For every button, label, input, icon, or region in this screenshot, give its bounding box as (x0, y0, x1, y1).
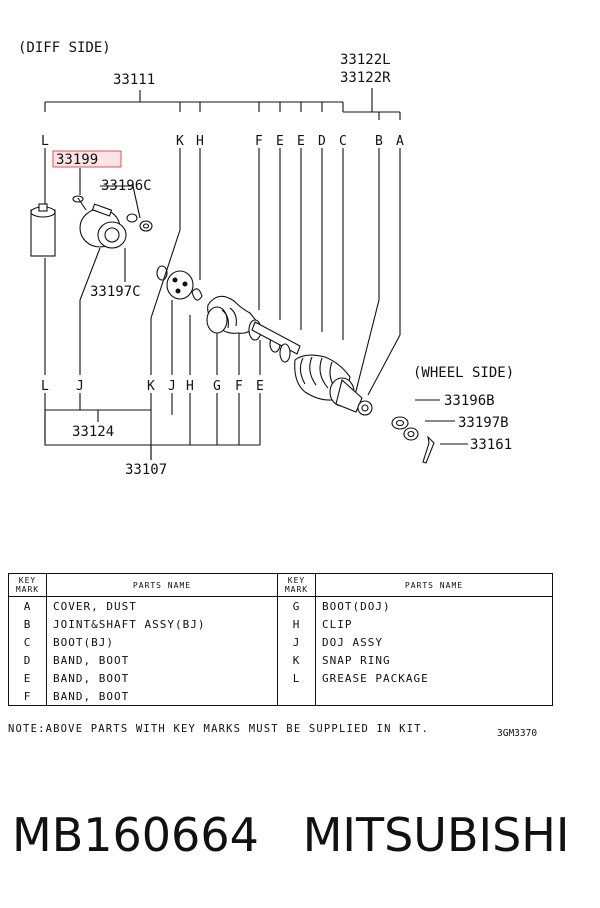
key-cell: D (8, 651, 47, 669)
name-cell: BAND, BOOT (46, 651, 278, 669)
name-cell: BOOT(BJ) (46, 633, 278, 651)
table-row: C BOOT(BJ) J DOJ ASSY (8, 633, 553, 651)
kit-note: NOTE:ABOVE PARTS WITH KEY MARKS MUST BE … (8, 723, 430, 735)
brand-name: MITSUBISHI (302, 808, 570, 862)
bottom-mark-l: L (41, 379, 49, 394)
table-row: E BAND, BOOT L GREASE PACKAGE (8, 669, 553, 687)
part-33161: 33161 (470, 437, 512, 453)
part-33199: 33199 (56, 152, 98, 168)
key-cell: K (277, 651, 316, 669)
top-mark-a: A (396, 134, 404, 149)
part-33196B: 33196B (444, 393, 495, 409)
key-cell: E (8, 669, 47, 687)
key-cell: C (8, 633, 47, 651)
part-33111: 33111 (113, 72, 155, 88)
key-cell: H (277, 615, 316, 633)
diff-side-label: (DIFF SIDE) (18, 40, 111, 56)
top-mark-e2: E (297, 134, 305, 149)
top-mark-k: K (176, 134, 184, 149)
bottom-mark-k: K (147, 379, 155, 394)
bottom-mark-f: F (235, 379, 243, 394)
name-cell: COVER, DUST (46, 596, 278, 615)
name-cell: DOJ ASSY (315, 633, 553, 651)
name-cell: CLIP (315, 615, 553, 633)
key-cell (277, 687, 316, 706)
footer-caption: MB160664 MITSUBISHI (12, 808, 600, 862)
part-33124: 33124 (72, 424, 114, 440)
key-cell: L (277, 669, 316, 687)
part-33196C: 33196C (101, 178, 152, 194)
drawing-code: 3GM3370 (497, 728, 538, 739)
table-row: B JOINT&SHAFT ASSY(BJ) H CLIP (8, 615, 553, 633)
top-mark-b: B (375, 134, 383, 149)
bottom-mark-e: E (256, 379, 264, 394)
exploded-diagram: (DIFF SIDE) (WHEEL SIDE) 33111 33122L 33… (18, 40, 514, 478)
top-mark-c: C (339, 134, 347, 149)
top-mark-h: H (196, 134, 204, 149)
highlight-box (52, 150, 122, 168)
bottom-mark-h: H (186, 379, 194, 394)
name-cell (315, 687, 553, 706)
bottom-mark-j2: J (168, 379, 176, 394)
top-mark-e1: E (276, 134, 284, 149)
key-cell: J (277, 633, 316, 651)
table-row: F BAND, BOOT (8, 687, 553, 706)
parts-name-header-right: PARTS NAME (315, 573, 553, 597)
name-cell: BAND, BOOT (46, 669, 278, 687)
part-33197B: 33197B (458, 415, 509, 431)
part-33122L: 33122L (340, 52, 391, 68)
top-mark-l: L (41, 134, 49, 149)
bottom-mark-g: G (213, 379, 221, 394)
name-cell: GREASE PACKAGE (315, 669, 553, 687)
top-mark-f: F (255, 134, 263, 149)
key-cell: B (8, 615, 47, 633)
table-row: D BAND, BOOT K SNAP RING (8, 651, 553, 669)
name-cell: JOINT&SHAFT ASSY(BJ) (46, 615, 278, 633)
name-cell: SNAP RING (315, 651, 553, 669)
part-33107: 33107 (125, 462, 167, 478)
name-cell: BAND, BOOT (46, 687, 278, 706)
part-33122R: 33122R (340, 70, 391, 86)
part-number: MB160664 (12, 808, 259, 862)
table-row: A COVER, DUST G BOOT(DOJ) (8, 596, 553, 615)
key-cell: G (277, 596, 316, 615)
part-33197C: 33197C (90, 284, 141, 300)
wheel-side-label: (WHEEL SIDE) (413, 365, 514, 381)
key-cell: F (8, 687, 47, 706)
bottom-mark-j1: J (76, 379, 84, 394)
name-cell: BOOT(DOJ) (315, 596, 553, 615)
parts-name-header-left: PARTS NAME (46, 573, 278, 597)
top-mark-d: D (318, 134, 326, 149)
key-cell: A (8, 596, 47, 615)
